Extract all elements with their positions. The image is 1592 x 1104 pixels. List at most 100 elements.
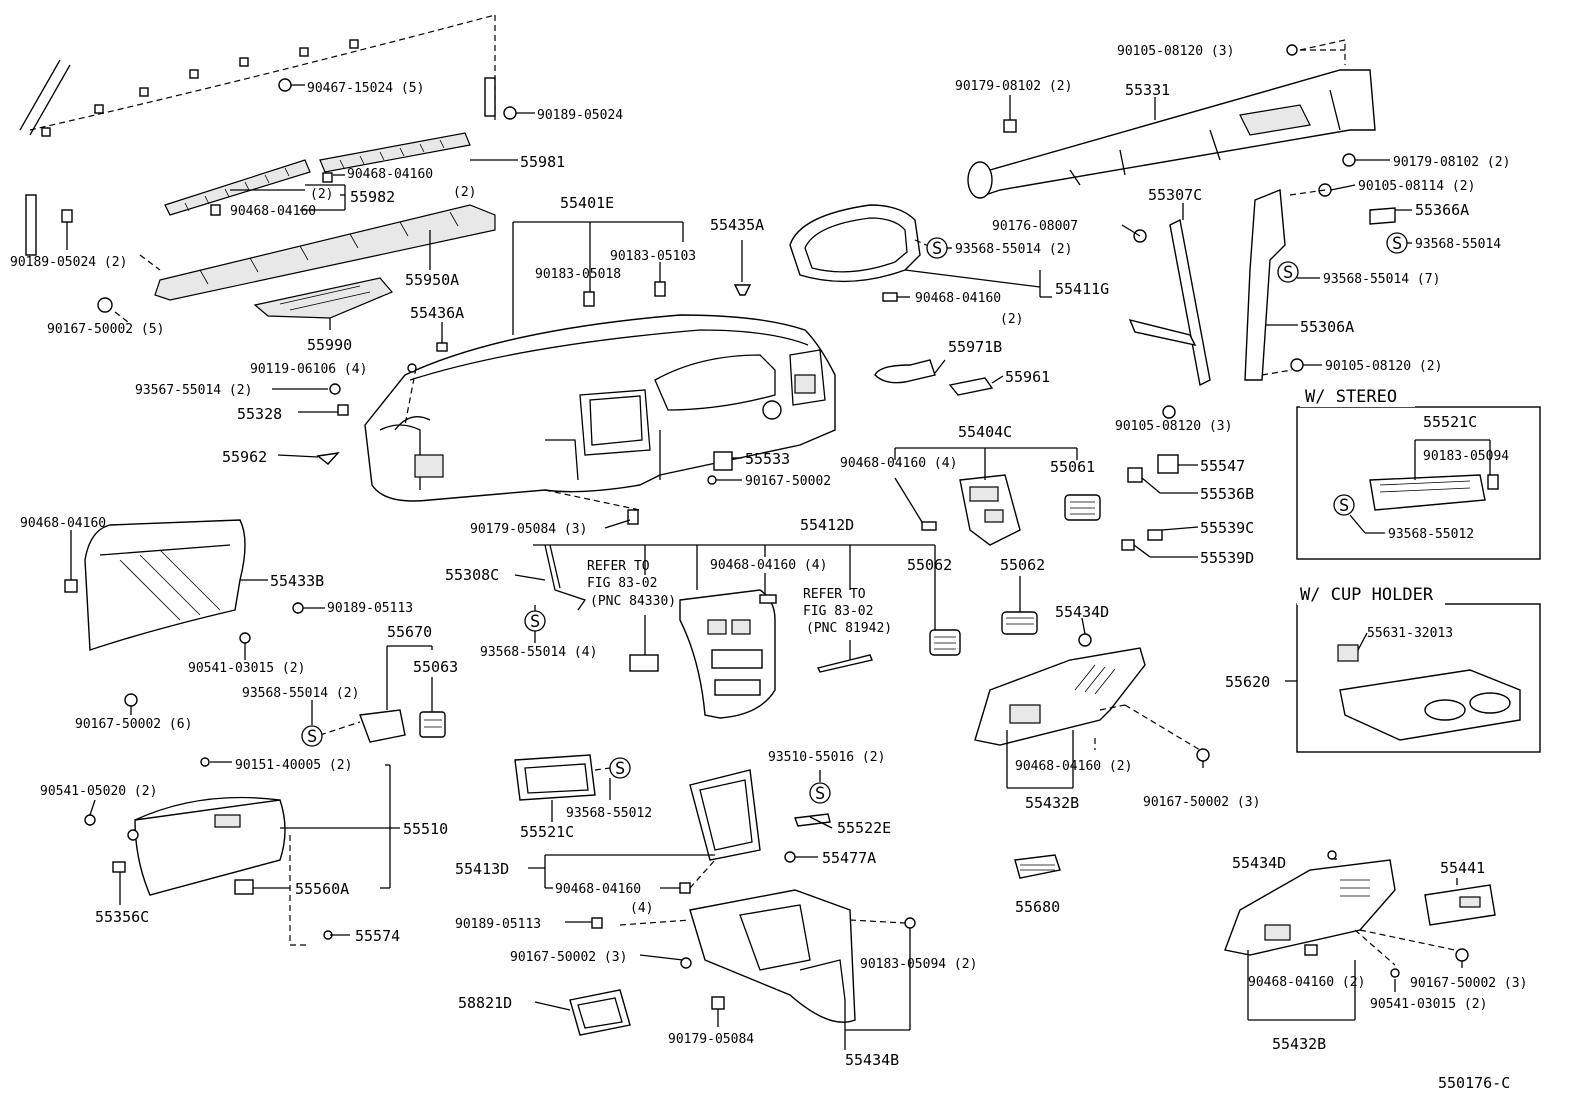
finish-panel-55432B-lower (1224, 850, 1469, 978)
part-label: 55631-32013 (1367, 626, 1453, 641)
part-label: 55433B (270, 572, 324, 590)
refer-note-line: (PNC 84330) (590, 594, 676, 609)
part-label: 55308C (445, 566, 499, 584)
meter-hood-55411G (789, 204, 921, 302)
part-label: 93568-55012 (566, 806, 652, 821)
cup-holder-inset: W/ CUP HOLDER (1296, 585, 1541, 753)
part-label: 90105-08120 (2) (1325, 359, 1442, 374)
part-label: (2) (453, 185, 476, 200)
part-label: 90189-05024 (2) (10, 255, 127, 270)
duct-55990 (253, 277, 393, 319)
part-label: 55411G (1055, 280, 1109, 298)
part-label: 90189-05113 (327, 601, 413, 616)
part-label: 55061 (1050, 458, 1095, 476)
part-label: 55533 (745, 450, 790, 468)
part-label: 90179-08102 (2) (955, 79, 1072, 94)
cover-55441 (1424, 884, 1496, 926)
part-label: 90176-08007 (992, 219, 1078, 234)
bracket-55366A (1369, 207, 1396, 225)
part-label: 55434B (845, 1051, 899, 1069)
part-label: 55306A (1300, 318, 1354, 336)
part-label: 93568-55014 (1415, 237, 1501, 252)
windshield-area (19, 14, 496, 256)
part-label: 58821D (458, 994, 512, 1012)
part-label: 55547 (1200, 457, 1245, 475)
part-label: 55539D (1200, 549, 1254, 567)
center-cluster-55412D (629, 589, 873, 719)
switch-bezel-55404C (921, 474, 1021, 546)
s-symbol: S (932, 239, 942, 259)
part-label: 55062 (1000, 556, 1045, 574)
part-label: 55432B (1025, 794, 1079, 812)
part-label: 93567-55014 (2) (135, 383, 252, 398)
s-symbol: S (1283, 263, 1293, 283)
part-label: 90105-08120 (3) (1115, 419, 1232, 434)
part-label: 90468-04160 (555, 882, 641, 897)
part-label: (4) (630, 901, 653, 916)
s-symbols: S S S S S S S S (301, 232, 1408, 804)
part-label: 55356C (95, 908, 149, 926)
part-label: 93568-55012 (1388, 527, 1474, 542)
bracket-55308C (544, 544, 587, 611)
s-symbol: S (615, 759, 625, 779)
part-label: 93568-55014 (4) (480, 645, 597, 660)
defroster-nozzle-55981 (319, 132, 471, 173)
bezel-55413D (679, 769, 831, 894)
part-label: 90167-50002 (745, 474, 831, 489)
switch-55547 (1121, 454, 1179, 551)
part-labels: 90467-15024 (5) 90189-05024 55981 90468-… (10, 44, 1527, 1092)
part-55680 (1014, 854, 1061, 879)
part-label: 55950A (405, 271, 459, 289)
part-label: 55510 (403, 820, 448, 838)
part-label: 55620 (1225, 673, 1270, 691)
part-label: 90467-15024 (5) (307, 81, 424, 96)
part-label: 90179-05084 (3) (470, 522, 587, 537)
part-label: 55404C (958, 423, 1012, 441)
part-label: 55680 (1015, 898, 1060, 916)
part-label: 93510-55016 (2) (768, 750, 885, 765)
s-symbol: S (530, 612, 540, 632)
part-label: 55434D (1055, 603, 1109, 621)
part-label: 90119-06106 (4) (250, 362, 367, 377)
s-symbol: S (815, 784, 825, 804)
part-label: 55522E (837, 819, 891, 837)
refer-notes: REFER TO FIG 83-02 (PNC 84330) REFER TO … (587, 559, 892, 636)
stereo-inset-title: W/ STEREO (1305, 387, 1397, 407)
part-label: 55539C (1200, 519, 1254, 537)
part-label: 90541-03015 (2) (188, 661, 305, 676)
part-label: 90167-50002 (5) (47, 322, 164, 337)
part-label: 90183-05103 (610, 249, 696, 264)
refer-note-line: FIG 83-02 (587, 576, 657, 591)
part-label: 55521C (520, 823, 574, 841)
part-label: (2) (310, 187, 333, 202)
cup-holder-inset-title: W/ CUP HOLDER (1300, 585, 1434, 605)
part-label: 90468-04160 (4) (710, 558, 827, 573)
part-label: 55441 (1440, 859, 1485, 877)
part-label: 55962 (222, 448, 267, 466)
part-label: 90105-08114 (2) (1358, 179, 1475, 194)
part-label: 90179-08102 (2) (1393, 155, 1510, 170)
part-label: 55307C (1148, 186, 1202, 204)
part-label: 55435A (710, 216, 764, 234)
brace-55306A (1244, 189, 1304, 381)
fastener-icon (316, 281, 752, 525)
part-label: 90167-50002 (6) (75, 717, 192, 732)
part-label: (2) (1000, 312, 1023, 327)
part-label: 90468-04160 (347, 167, 433, 182)
tray-58821D (569, 989, 631, 1036)
part-label: 90167-50002 (3) (1143, 795, 1260, 810)
part-label: 55413D (455, 860, 509, 878)
part-label: 90468-04160 (2) (1248, 975, 1365, 990)
stereo-inset: W/ STEREO (1296, 385, 1541, 560)
part-label: 55574 (355, 927, 400, 945)
part-label: 55961 (1005, 368, 1050, 386)
part-label: 90541-03015 (2) (1370, 997, 1487, 1012)
part-label: 55436A (410, 304, 464, 322)
panel-55670 (359, 709, 446, 743)
refer-note-line: FIG 83-02 (803, 604, 873, 619)
part-label: 55062 (907, 556, 952, 574)
defroster-nozzle-55982 (164, 159, 311, 216)
part-label: 55670 (387, 623, 432, 641)
